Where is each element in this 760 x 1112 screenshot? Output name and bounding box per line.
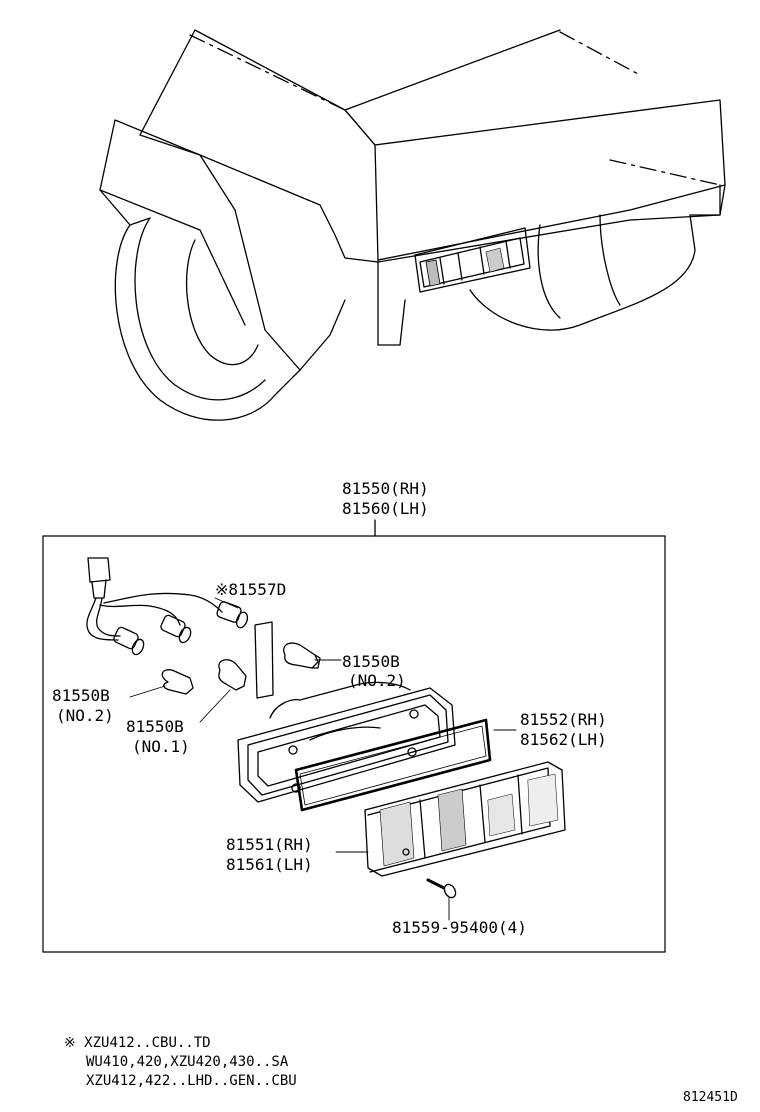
lens-label-lh: 81561(LH) — [226, 855, 313, 874]
screw-label: 81559-95400(4) — [392, 918, 527, 937]
reflector-strip — [255, 622, 273, 698]
bulb-left-icon — [162, 670, 193, 694]
lens-label-rh: 81551(RH) — [226, 835, 313, 854]
leader-lines — [130, 598, 516, 920]
gasket-label-rh: 81552(RH) — [520, 710, 607, 729]
diagram-code: 812451D — [683, 1090, 738, 1105]
bulb-right-qualifier: (NO.2) — [348, 671, 406, 690]
lamp-housing — [238, 682, 455, 802]
lamp-lens — [365, 762, 565, 876]
bulb-left-part-label: 81550B — [52, 686, 110, 705]
wire-harness-label: ※81557D — [215, 580, 287, 599]
applicability-note-3: XZU412,422..LHD..GEN..CBU — [86, 1073, 297, 1089]
truck-bed-body — [140, 30, 725, 262]
gasket-label-lh: 81562(LH) — [520, 730, 607, 749]
truck-phantom-lines — [190, 32, 720, 185]
bulb-left-qualifier: (NO.2) — [56, 706, 114, 725]
exploded-view-frame — [43, 536, 665, 952]
assembly-label-lh: 81560(LH) — [342, 499, 429, 518]
bulb-right-part-label: 81550B — [342, 652, 400, 671]
bulb-center-qualifier: (NO.1) — [132, 737, 190, 756]
truck-rear-illustration — [100, 30, 725, 420]
screw-icon — [428, 880, 458, 900]
right-rear-wheel — [470, 215, 695, 330]
left-rear-wheel — [115, 225, 300, 420]
bulb-right-icon — [284, 643, 320, 668]
gasket — [296, 720, 490, 810]
applicability-note-2: WU410,420,XZU420,430..SA — [86, 1054, 289, 1070]
assembly-label-rh: 81550(RH) — [342, 479, 429, 498]
truck-tail-lamp — [415, 228, 530, 292]
bulb-center-icon — [219, 660, 246, 690]
left-fender — [100, 120, 300, 370]
applicability-note-1: ※ XZU412..CBU..TD — [64, 1035, 211, 1051]
bulb-center-part-label: 81550B — [126, 717, 184, 736]
wire-harness-icon — [87, 558, 250, 656]
